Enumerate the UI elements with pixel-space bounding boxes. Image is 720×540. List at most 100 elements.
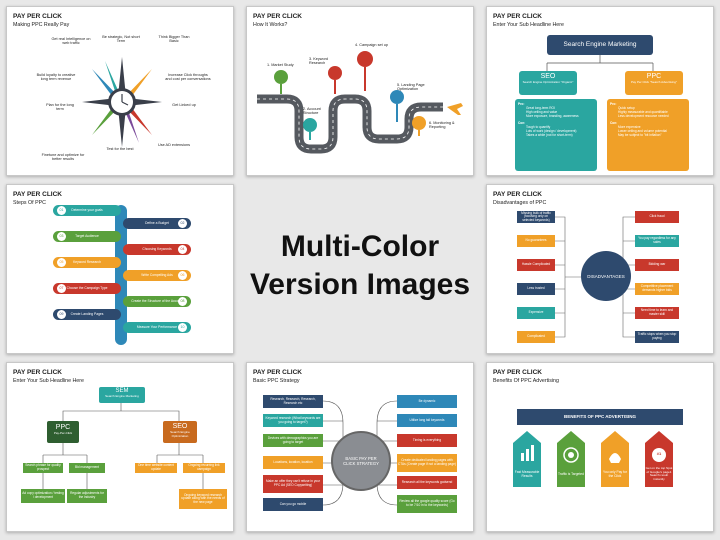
disadv-left-4: Less trusted [517,283,555,295]
benefit-cards-graphic [513,431,673,487]
level4-item-2: Regular adjustments for the industry [67,489,107,503]
strategy-left-6: Can you go mobile [263,498,323,511]
disadvantages-center: DISADVANTAGES [581,251,631,301]
slide-title: PAY PER CLICK [493,191,543,198]
step-left-5: Keyword Research [53,257,121,268]
slide-title: PAY PER CLICK [493,369,543,376]
step-left-3: Target Audience [53,231,121,242]
ppc-box: PPC Pay-Per-Click [47,421,79,443]
slide-title: PAY PER CLICK [13,369,63,376]
step-4: 4. Campaign set up [355,43,388,47]
seo-con-item: Lots of work (design / development) [526,128,577,133]
seo-pro-item: More exposure, branding, awareness [526,114,579,119]
slide-steps-of-ppc[interactable]: PAY PER CLICK Steps Of PPC Determine you… [6,184,234,354]
step-number-07: 07 [57,284,66,293]
benefit-2: Traffic is Targeted [558,472,584,476]
label-4: Increase Click throughs and cost per con… [165,73,211,82]
label-7: Finetune and optimize for better results [41,153,85,162]
benefit-3: You only Pay for the Click [603,470,627,478]
slide-subtitle: Enter Your Sub Headline Here [13,378,84,384]
slide-basic-strategy[interactable]: PAY PER CLICK Basic PPC Strategy BASIC P… [246,362,474,532]
slide-subtitle: How It Works? [253,22,288,28]
step-number-10: 10 [178,323,187,332]
seo-sub: Search Engine Optimization "Organic" [522,80,574,84]
seo-pro-item: Great long-term ROI [526,106,555,111]
step-6: 6. Monitoring & Reporting [429,121,455,130]
seo-sub: Search Engine Optimization [170,430,190,438]
disadv-right-2: You pay regardless for any sales [635,235,679,247]
heading-line-1: Multi-Color [280,230,440,263]
ppc-pro-item: Quick setup [618,106,635,111]
benefits-banner: BENEFITS OF PPC ADVERTISING [517,409,683,425]
step-number-09: 09 [57,310,66,319]
step-1: 1. Market Study [267,63,294,67]
strategy-connectors [322,400,398,506]
level3-item-4: Ongoing recurring link campaign [183,463,225,473]
strategy-left-1: Research, Research, Research, Research e… [263,395,323,408]
slide-making-ppc-pay[interactable]: PAY PER CLICK Making PPC Really Pay Get … [6,6,234,176]
step-right-10: Measure Your Performance [123,322,191,333]
slide-how-it-works[interactable]: PAY PER CLICK How It Works? 1. Market St… [246,6,474,176]
step-number-01: 01 [57,206,66,215]
label-9: Use AD extensions [157,143,191,147]
seo-details: Pro: Great long-term ROI High ceiling an… [515,99,597,171]
ppc-header: PPC Pay Per Click "Search Advertising" [625,71,683,95]
step-right-4: Choosing Keywords [123,244,191,255]
disadv-right-1: Click fraud [635,211,679,223]
ppc-sub: Pay-Per-Click [53,431,73,435]
strategy-left-4: Locations, location, location [263,456,323,469]
slide-subtitle: Making PPC Really Pay [13,22,70,28]
sem-label: SEM [115,388,129,394]
badge-number-one: #1 [656,451,662,456]
ppc-sub: Pay Per Click "Search Advertising" [631,80,677,84]
slide-sem-tree[interactable]: PAY PER CLICK Enter Your Sub Headline He… [6,362,234,532]
seo-label: SEO [172,423,188,430]
slide-subtitle: Steps Of PPC [13,200,46,206]
heading-line-2: Version Images [249,268,471,301]
sem-tree-lines [42,403,204,489]
slide-title: PAY PER CLICK [253,369,303,376]
slide-disadvantages[interactable]: PAY PER CLICK Disadvantages of PPC DISAD… [486,184,714,354]
slide-title: PAY PER CLICK [493,13,543,20]
seo-box: SEO Search Engine Optimization [163,421,197,443]
step-left-9: Create Landing Pages [53,309,121,320]
ppc-con-item: Lower ceiling and volume potential [618,128,667,133]
strategy-left-5: Make an offer they can't refuse in your … [263,475,323,493]
label-8: Test for the best [106,147,134,151]
level4-item-1: Ad copy optimization / testing / develop… [21,489,65,503]
benefit-1: Fast Measurable Results [514,470,540,478]
strategy-right-5: Research all the keywords godsend [397,476,457,489]
step-left-1: Determine your goals [53,205,121,216]
slide-sem-seo-ppc[interactable]: PAY PER CLICK Enter Your Sub Headline He… [486,6,714,176]
step-number-02: 02 [178,219,187,228]
disadv-left-3: Hassle Complicated [517,259,555,271]
sem-box: SEM Search Engine Marketing [99,387,145,403]
level3-item-1: Search phrase for quality prospect [23,463,63,473]
strategy-right-2: Utilize long tail keywords [397,414,457,427]
slide-benefits[interactable]: PAY PER CLICK Benefits Of PPC Advertisin… [486,362,714,532]
strategy-center: BASIC PAY PER CLICK STRATEGY [331,431,391,491]
strategy-left-3: Devices with demographics you are going … [263,434,323,447]
seo-pro-label: Pro: [518,102,525,106]
ppc-pro-label: Pro: [610,102,617,106]
seo-con-item: Takes a while (not for short-term) [526,133,573,138]
seo-label: SEO [540,73,556,80]
sem-box: Search Engine Marketing [547,35,653,55]
ppc-con-item: May be subject to "bit Inflation" [618,133,662,138]
level3-item-2: Bid management [69,463,105,473]
ppc-details: Pro: Quick setup Highly measurable and q… [607,99,689,171]
disadv-left-1: Missing bulk of traffic (focusing only o… [517,211,555,223]
strategy-right-4: Create dedicated landing pages with CTAs… [397,454,457,472]
step-right-8: Create the Structure of the Account [123,296,191,307]
label-3: Build loyalty to creative long term reve… [36,73,76,82]
strategy-left-2: Keyword research (What keywords are you … [263,414,323,427]
step-left-7: Choose the Campaign Type [53,283,121,294]
strategy-right-6: Review all the google quality score (Go … [397,495,457,513]
slide-title: PAY PER CLICK [13,191,63,198]
step-5: 5. Landing Page Optimization [397,83,425,92]
step-number-03: 03 [57,232,66,241]
benefit-4: Get on the top Spot of Google's page1 Se… [645,466,673,481]
ppc-label: PPC [55,424,71,431]
step-right-2: Define a Budget [123,218,191,229]
seo-con-label: Con: [518,120,526,125]
